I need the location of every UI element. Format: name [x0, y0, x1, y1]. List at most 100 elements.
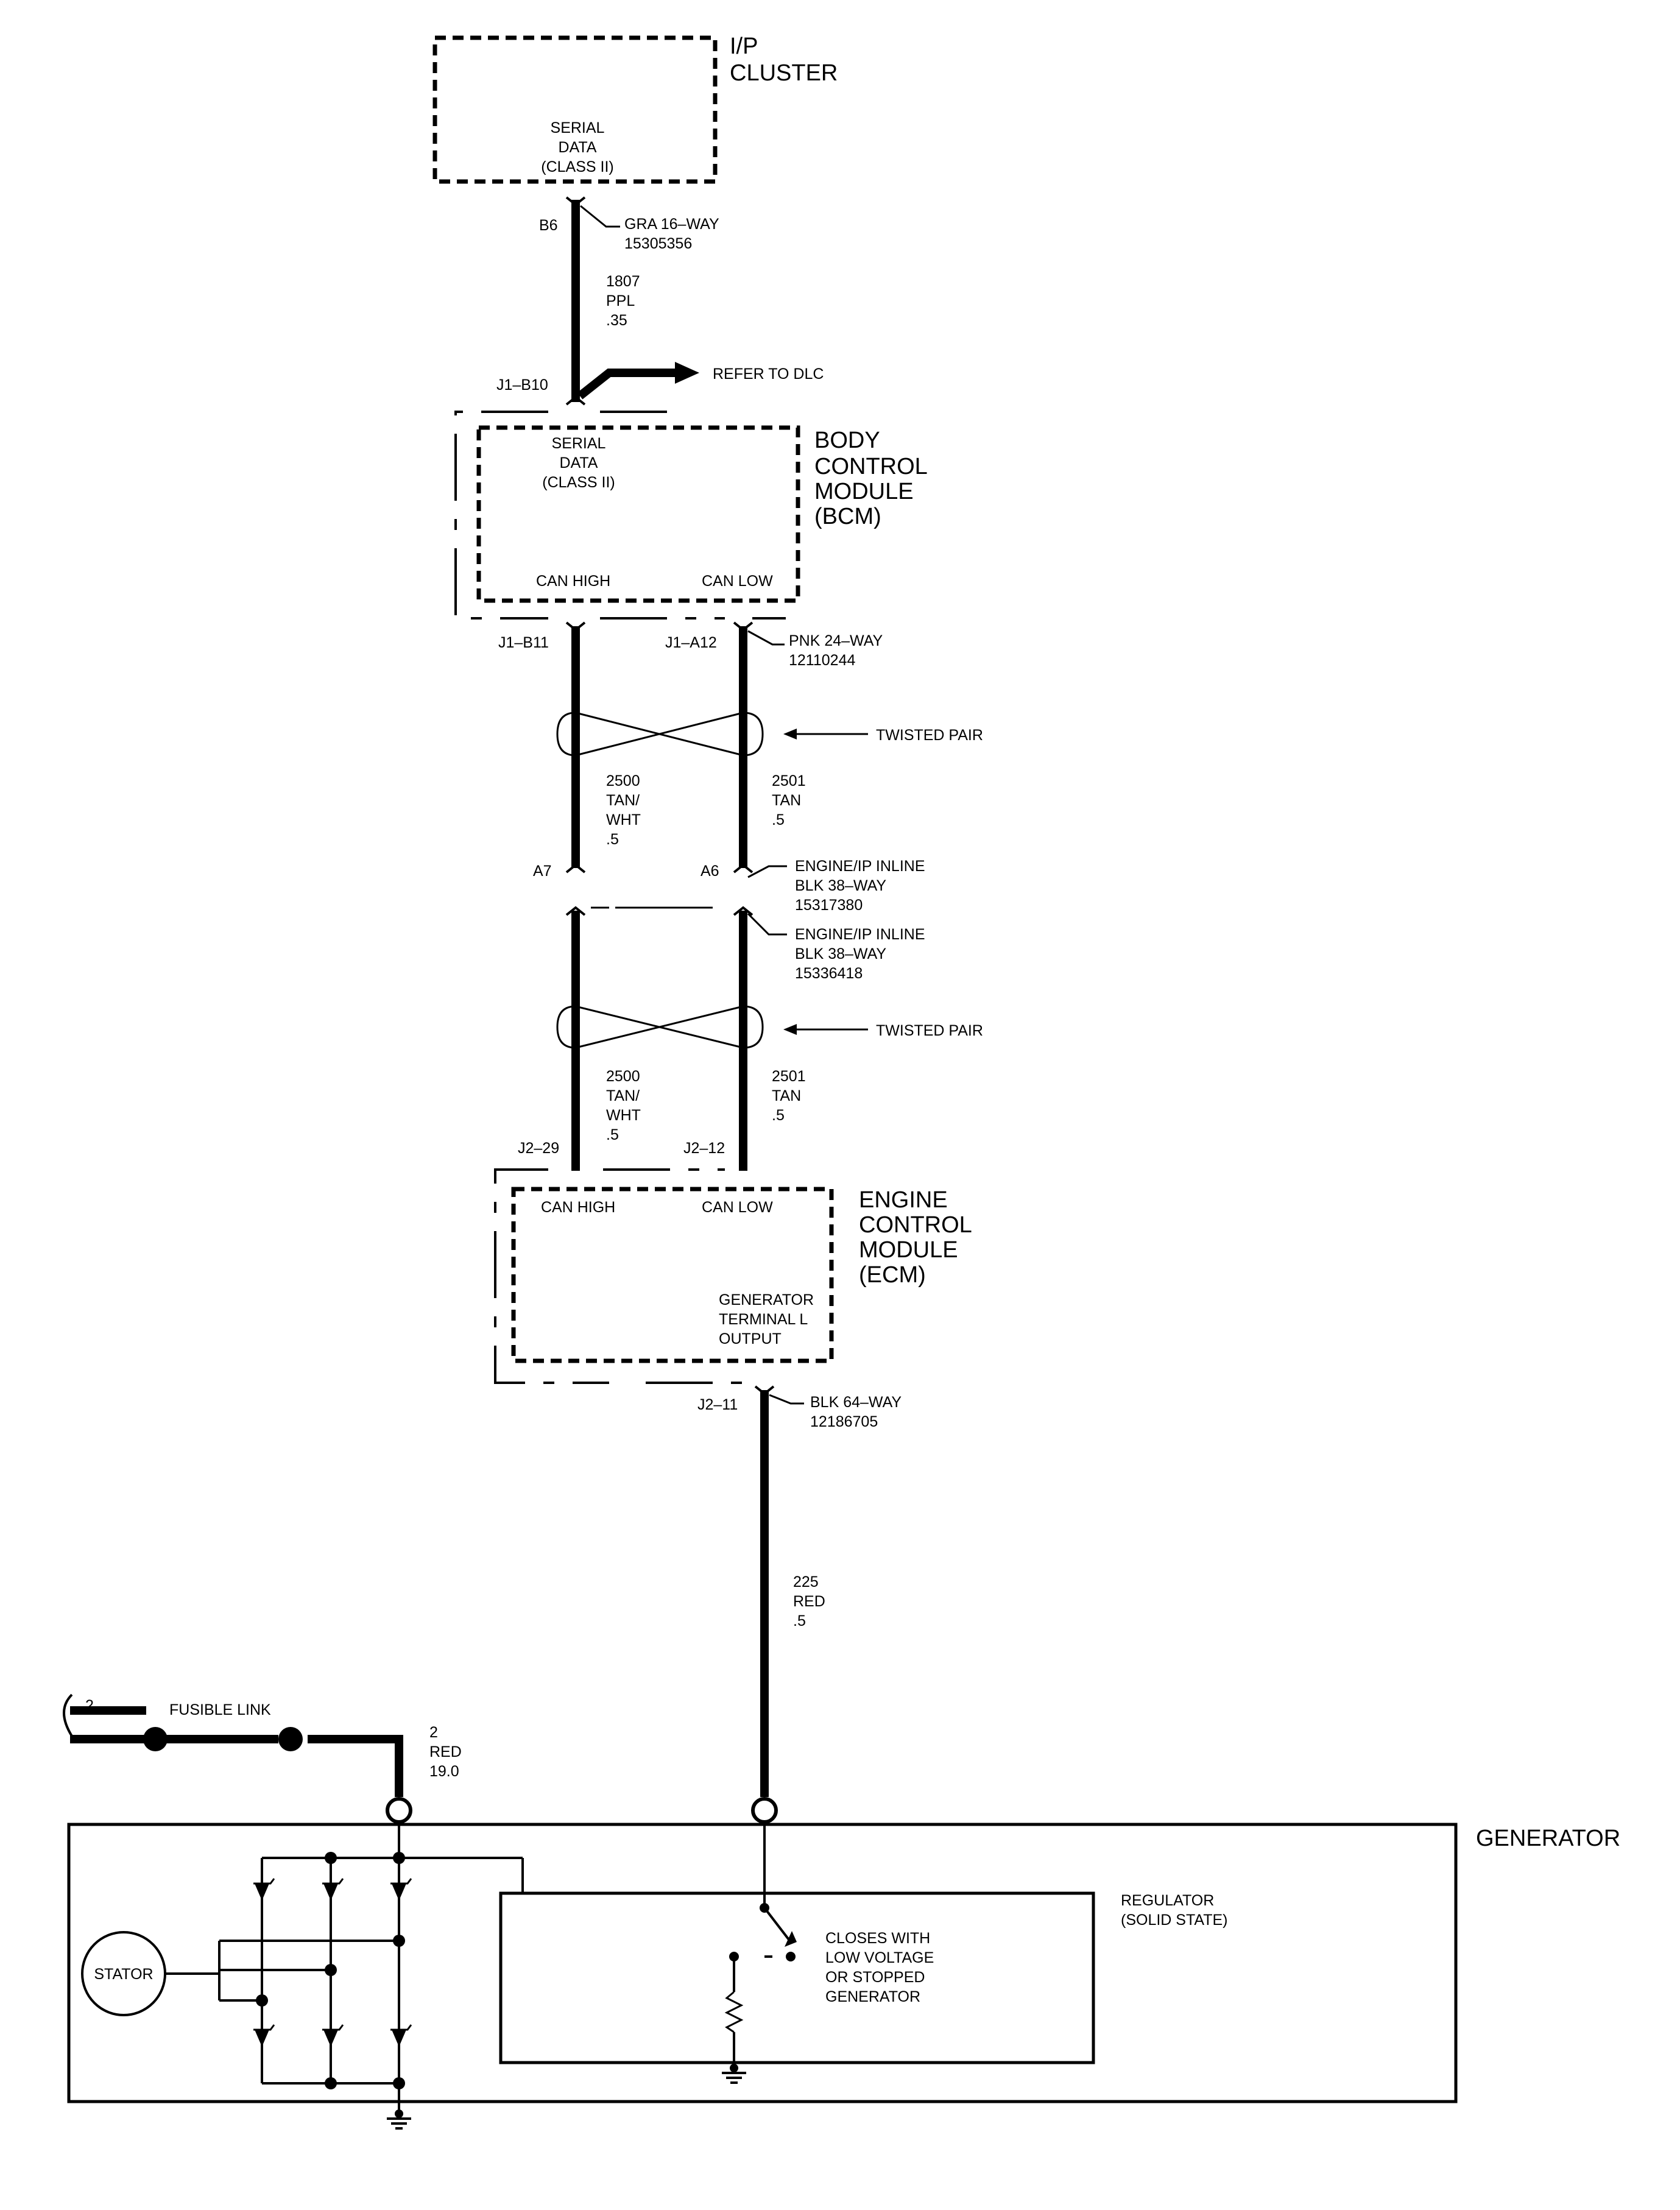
wire-1807-color: PPL	[606, 292, 635, 309]
refer-dlc-label: REFER TO DLC	[713, 365, 824, 383]
ecm-gen-output-1: GENERATOR	[719, 1291, 814, 1308]
wire-1807-size: .35	[606, 312, 627, 329]
twisted-pair-label-2: TWISTED PAIR	[876, 1022, 983, 1039]
fusible-link-circuit: 2 FUSIBLE LINK 2 RED 19.0	[63, 1693, 462, 1797]
wire-2500-num-1: 2500	[606, 772, 640, 789]
wire-1807: B6 GRA 16–WAY 15305356 1807 PPL .35 REFE…	[496, 196, 824, 406]
wire-2500-stripe-1: WHT	[606, 811, 641, 828]
engine-ip-inline-connector: ENGINE/IP INLINE BLK 38–WAY 15317380 ENG…	[591, 858, 925, 982]
conn-blk64-desc-2: 12186705	[810, 1413, 878, 1430]
bcm-module: BODY CONTROL MODULE (BCM) SERIAL DATA (C…	[454, 411, 928, 620]
inline-lower-desc-3: 15336418	[795, 965, 863, 982]
wire-2501-num-2: 2501	[772, 1068, 806, 1085]
bcm-title-4: (BCM)	[814, 504, 881, 529]
diode-lower-3	[390, 2024, 412, 2047]
bcm-box	[476, 425, 800, 603]
can-bus-lower: TWISTED PAIR 2500 TAN/ WHT .5 2501 TAN .…	[518, 906, 983, 1171]
generator-battery-terminal	[386, 1797, 412, 1824]
diode-upper-2	[322, 1878, 344, 1901]
closes-label-4: GENERATOR	[825, 1988, 920, 2005]
pin-j2-29: J2–29	[518, 1140, 559, 1157]
fusible-node-left	[143, 1727, 168, 1751]
bcm-title-3: MODULE	[814, 479, 914, 504]
conn-pnk-desc-1: PNK 24–WAY	[789, 632, 883, 649]
wire-2500-color-1: TAN/	[606, 792, 640, 809]
regulator-label-1: REGULATOR	[1121, 1892, 1214, 1909]
wire-2500-size-1: .5	[606, 831, 619, 848]
pin-j1-a12: J1–A12	[665, 634, 717, 651]
fusible-node-right	[278, 1727, 303, 1751]
bcm-serial-2: DATA	[560, 454, 598, 471]
pin-a6: A6	[701, 863, 719, 880]
generator-box	[67, 1823, 1458, 2103]
generator-title: GENERATOR	[1476, 1826, 1620, 1851]
bcm-serial-3: (CLASS II)	[542, 474, 615, 491]
diode-lower-2	[322, 2024, 344, 2047]
can-bus-upper: J1–B11 J1–A12 PNK 24–WAY 12110244 TWISTE…	[498, 621, 983, 880]
conn-b6-desc-2: 15305356	[624, 235, 692, 252]
ecm-can-high: CAN HIGH	[541, 1199, 615, 1216]
closes-label-1: CLOSES WITH	[825, 1930, 930, 1947]
ecm-can-low: CAN LOW	[702, 1199, 773, 1216]
inline-upper-desc-3: 15317380	[795, 897, 863, 914]
wire-2501-color-2: TAN	[772, 1087, 801, 1104]
inline-upper-desc-1: ENGINE/IP INLINE	[795, 858, 925, 875]
diode-upper-3	[390, 1878, 412, 1901]
closes-label-3: OR STOPPED	[825, 1969, 925, 1986]
pin-j1-b10: J1–B10	[496, 376, 548, 394]
wire-225-num: 225	[793, 1573, 819, 1590]
diode-lower-1	[253, 2024, 275, 2047]
ecm-gen-output-2: TERMINAL L	[719, 1311, 808, 1328]
stator-label: STATOR	[94, 1966, 153, 1983]
ip-cluster-title-2: CLUSTER	[730, 60, 838, 86]
pin-a7: A7	[533, 863, 552, 880]
ip-serial-2: DATA	[559, 139, 597, 156]
wire-2501-size-2: .5	[772, 1107, 785, 1124]
wire-2-size: 19.0	[429, 1763, 459, 1780]
ip-cluster-title-1: I/P	[730, 34, 758, 59]
wire-2-num: 2	[429, 1724, 438, 1741]
regulator-switch	[722, 1822, 797, 2084]
ecm-gen-output-3: OUTPUT	[719, 1330, 782, 1347]
wire-225-color: RED	[793, 1593, 825, 1610]
ip-cluster: I/P CLUSTER SERIAL DATA (CLASS II)	[432, 34, 838, 184]
conn-b6-desc-1: GRA 16–WAY	[624, 216, 719, 233]
wire-225-size: .5	[793, 1612, 806, 1629]
wire-2501-color-1: TAN	[772, 792, 801, 809]
bcm-title-1: BODY	[814, 428, 880, 453]
ecm-title-2: CONTROL	[859, 1212, 972, 1238]
bcm-serial-1: SERIAL	[552, 435, 606, 452]
ip-serial-1: SERIAL	[551, 119, 605, 136]
inline-lower-desc-1: ENGINE/IP INLINE	[795, 926, 925, 943]
inline-lower-desc-2: BLK 38–WAY	[795, 945, 886, 962]
pin-j1-b11: J1–B11	[498, 634, 549, 651]
generator: GENERATOR REGULATOR (SOLID STATE) STATOR	[67, 1797, 1620, 2130]
ecm-title-4: (ECM)	[859, 1262, 926, 1288]
regulator-label-2: (SOLID STATE)	[1121, 1912, 1227, 1929]
bcm-can-low: CAN LOW	[702, 573, 773, 590]
ip-serial-3: (CLASS II)	[541, 158, 613, 175]
twisted-pair-label-1: TWISTED PAIR	[876, 727, 983, 744]
wire-225: J2–11 BLK 64–WAY 12186705 225 RED .5	[697, 1385, 902, 1797]
wire-2500-size-2: .5	[606, 1126, 619, 1143]
wire-2501-num-1: 2501	[772, 772, 806, 789]
generator-l-terminal	[751, 1797, 778, 1824]
wire-2501-size-1: .5	[772, 811, 785, 828]
ecm-module: ENGINE CONTROL MODULE (ECM) CAN HIGH CAN…	[494, 1168, 972, 1384]
bcm-title-2: CONTROL	[814, 454, 928, 479]
pin-j2-11: J2–11	[697, 1396, 738, 1413]
wire-2-color: RED	[429, 1743, 462, 1760]
bcm-can-high: CAN HIGH	[536, 573, 610, 590]
pin-j2-12: J2–12	[683, 1140, 725, 1157]
ground-symbol-generator	[387, 2083, 411, 2130]
ecm-title-3: MODULE	[859, 1237, 958, 1263]
ecm-box	[511, 1187, 834, 1363]
inline-upper-desc-2: BLK 38–WAY	[795, 877, 886, 894]
wire-2500-color-2: TAN/	[606, 1087, 640, 1104]
conn-blk64-desc-1: BLK 64–WAY	[810, 1394, 902, 1411]
ecm-title-1: ENGINE	[859, 1187, 948, 1213]
fusible-label: FUSIBLE LINK	[169, 1701, 271, 1718]
wire-2500-num-2: 2500	[606, 1068, 640, 1085]
fusible-num: 2	[85, 1697, 94, 1714]
